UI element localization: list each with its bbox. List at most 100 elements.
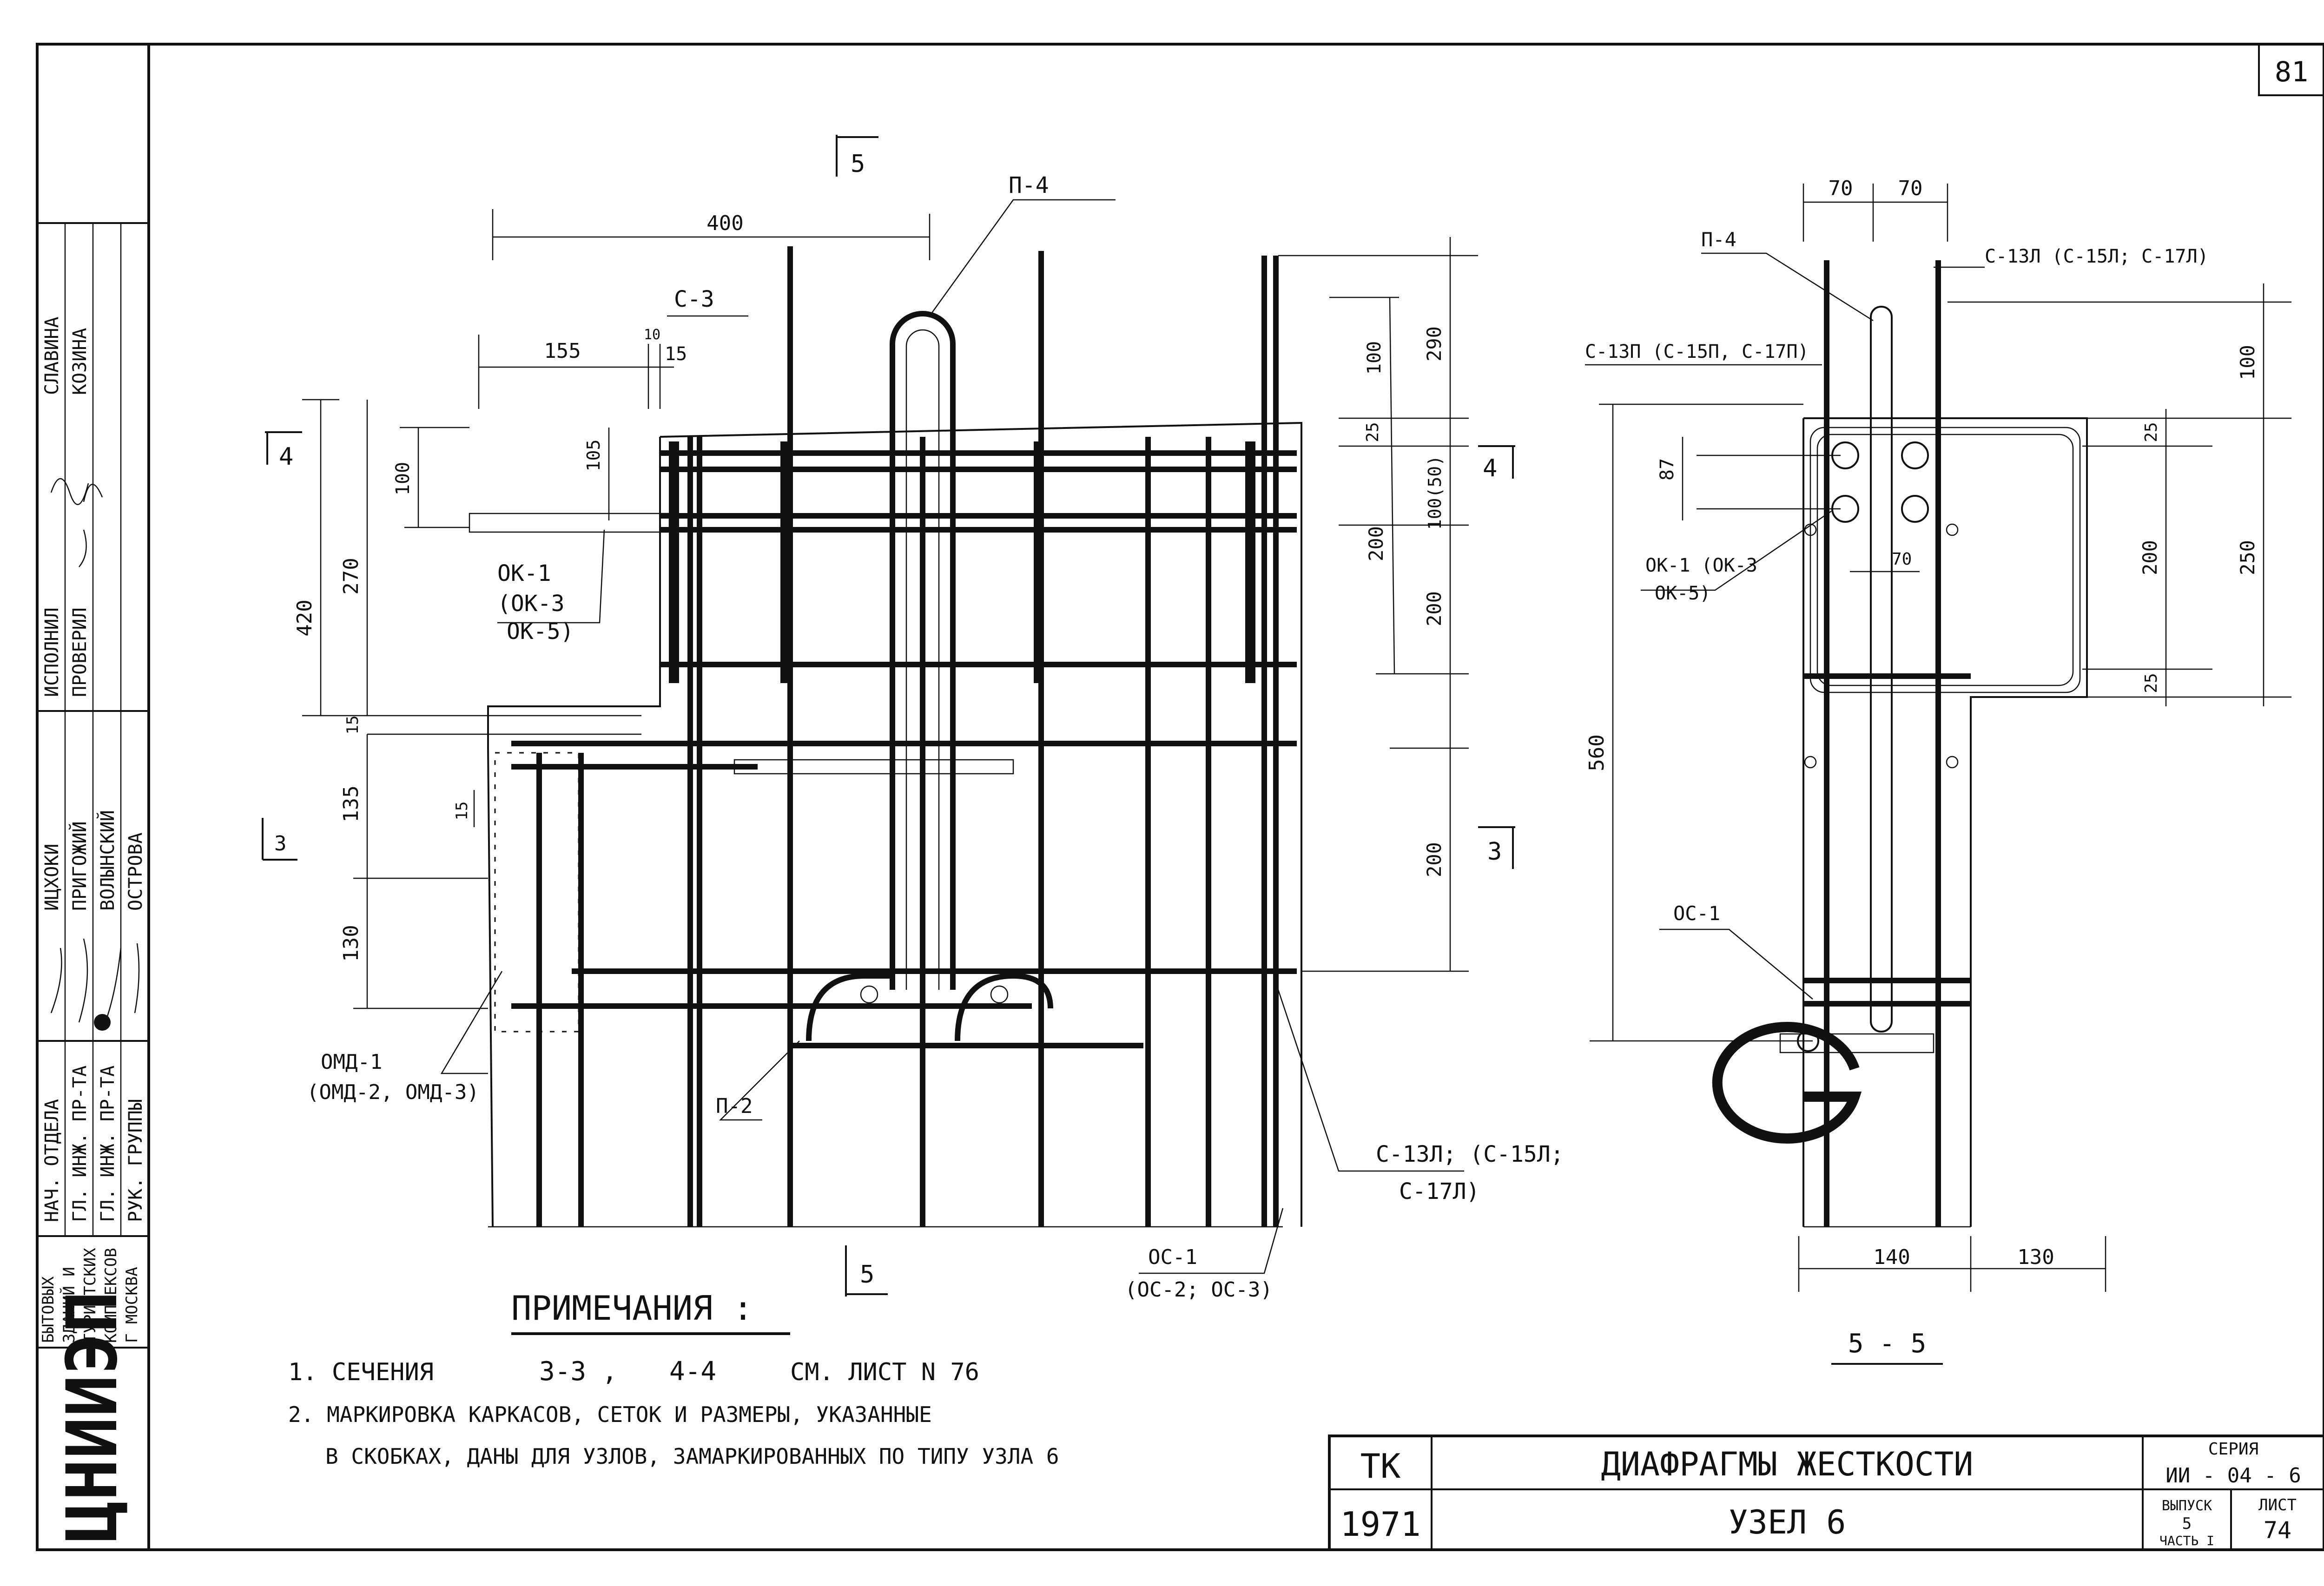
org-logo: ЦНИИЭП bbox=[52, 1291, 133, 1543]
series-label: СЕРИЯ bbox=[2208, 1440, 2258, 1459]
section-bar bbox=[1779, 1033, 1934, 1053]
page-number-box: 81 bbox=[2258, 43, 2324, 96]
note-2-b: В СКОБКАХ, ДАНЫ ДЛЯ УЗЛОВ, ЗАМАРКИРОВАНН… bbox=[325, 1444, 1059, 1469]
label-omd1-alt: (ОМД-2, ОМД-3) bbox=[307, 1080, 479, 1104]
leader-s13l bbox=[1277, 989, 1464, 1172]
stamp-org-1: БЫТОВЫХ bbox=[39, 1276, 58, 1343]
stamp-name-4: ОСТРОВА bbox=[125, 832, 146, 911]
dim-15a: 15 bbox=[665, 343, 687, 365]
stamp-role-4: РУК. ГРУППЫ bbox=[125, 1099, 146, 1222]
sec-label-ok1: ОК-1 (ОК-3 bbox=[1645, 555, 1757, 576]
sheet-label: ЛИСТ bbox=[2258, 1496, 2297, 1514]
rebar-dot bbox=[860, 985, 878, 1004]
leader-ok1-sec bbox=[1641, 510, 1832, 591]
cage-outline bbox=[1809, 427, 2081, 693]
label-s13l-alt: С-17Л) bbox=[1399, 1178, 1479, 1204]
label-os1: ОС-1 bbox=[1148, 1245, 1197, 1269]
dim-15b: 15 bbox=[343, 716, 362, 735]
stamp-name-top-1: СЛАВИНА bbox=[41, 316, 63, 395]
s3-bar bbox=[733, 759, 1014, 775]
leader-os1-sec bbox=[1659, 928, 1813, 1000]
dim-line bbox=[1389, 297, 1395, 674]
sheet-value: 74 bbox=[2264, 1517, 2291, 1544]
sec-label-s13p: С-13П (С-15П, С-17П) bbox=[1585, 341, 1809, 362]
dim-250: 250 bbox=[2236, 540, 2259, 575]
dim-70c: 70 bbox=[1892, 550, 1912, 569]
notes-heading: ПРИМЕЧАНИЯ : bbox=[511, 1289, 753, 1328]
section-5-top: 5 bbox=[851, 150, 865, 178]
bar-circle bbox=[1901, 441, 1929, 469]
label-ok1-alt2: ОК-5) bbox=[507, 619, 574, 645]
note-1-d: СМ. ЛИСТ N 76 bbox=[790, 1358, 979, 1386]
section-4-right: 4 bbox=[1483, 454, 1497, 482]
dim-130: 130 bbox=[339, 925, 363, 961]
dim-200c: 200 bbox=[1423, 842, 1446, 877]
stamp-name-2: ПРИГОЖИЙ bbox=[68, 821, 91, 911]
stamp-role-top-2: ПРОВЕРИЛ bbox=[69, 607, 91, 697]
bar-dot bbox=[1804, 756, 1817, 769]
p4-bar-section bbox=[1870, 306, 1893, 1033]
bar-dot bbox=[1946, 523, 1959, 536]
sec-label-os1: ОС-1 bbox=[1673, 902, 1720, 925]
signature-mark bbox=[50, 478, 103, 505]
dim-25: 25 bbox=[1363, 422, 1382, 442]
dim-25b: 25 bbox=[2142, 673, 2161, 693]
issue-label: ВЫПУСК bbox=[2162, 1498, 2212, 1514]
section-marker-3-left: 3 bbox=[262, 818, 297, 861]
stamp-org-3: ТУРИСТСКИХ bbox=[81, 1248, 99, 1343]
label-ok1-alt: (ОК-3 bbox=[497, 591, 565, 617]
sec-label-p4: П-4 bbox=[1701, 228, 1736, 251]
stamp-role-3: ГЛ. ИНЖ. ПР-ТА bbox=[97, 1066, 119, 1222]
dim-10: 10 bbox=[644, 327, 660, 343]
issue-value: 5 bbox=[2182, 1514, 2192, 1533]
p4-loop-inner bbox=[905, 329, 940, 990]
signature-mark bbox=[50, 938, 140, 1023]
leader-p4 bbox=[929, 199, 1116, 316]
stamp-dot bbox=[94, 1014, 111, 1031]
label-p4: П-4 bbox=[1009, 172, 1049, 198]
rebar-dot bbox=[990, 985, 1009, 1004]
dim-140: 140 bbox=[1873, 1245, 1910, 1269]
section-marker-4-right: 4 bbox=[1478, 445, 1515, 482]
dim-200a: 200 bbox=[1365, 526, 1387, 561]
label-omd1: ОМД-1 bbox=[321, 1050, 382, 1074]
stamp-role-2: ГЛ. ИНЖ. ПР-ТА bbox=[69, 1066, 91, 1222]
stamp-name-top-2: КОЗИНА bbox=[69, 328, 91, 395]
section-4-left: 4 bbox=[279, 443, 293, 471]
note-1-a: 1. СЕЧЕНИЯ bbox=[288, 1358, 434, 1386]
title-tk: ТК bbox=[1360, 1447, 1401, 1486]
bar-circle bbox=[1901, 495, 1929, 523]
p4-loop bbox=[890, 311, 956, 990]
stamp-org-5: Г МОСКВА bbox=[123, 1267, 141, 1343]
title-year: 1971 bbox=[1340, 1505, 1420, 1544]
sec-label-ok5: ОК-5) bbox=[1655, 583, 1710, 604]
dim-420: 420 bbox=[293, 599, 317, 636]
dim-400: 400 bbox=[706, 211, 743, 235]
note-1-c: 4-4 bbox=[669, 1356, 716, 1387]
section-marker-3-right: 3 bbox=[1478, 826, 1515, 869]
dim-130: 130 bbox=[2017, 1245, 2054, 1269]
dim-155: 155 bbox=[544, 339, 581, 363]
label-p2: П-2 bbox=[716, 1094, 753, 1118]
title-sub: УЗЕЛ 6 bbox=[1729, 1503, 1846, 1541]
dim-290: 290 bbox=[1423, 326, 1446, 362]
stamp-name-3: ВОЛЫНСКИЙ bbox=[96, 810, 119, 911]
dim-87: 87 bbox=[1657, 458, 1678, 480]
ok1-bar bbox=[469, 513, 670, 533]
concrete-outline bbox=[487, 421, 1302, 1227]
p2-hook bbox=[806, 973, 1053, 1041]
dim-100-50: 100(50) bbox=[1425, 455, 1445, 530]
section-title: 5 - 5 bbox=[1848, 1329, 1927, 1359]
main-elevation-view: П-4 С-3 ОК-1 (ОК-3 ОК-5) ОМД-1 (ОМД-2, О… bbox=[262, 135, 1564, 1302]
dim-200: 200 bbox=[2139, 540, 2161, 575]
title-block: ТК 1971 ДИАФРАГМЫ ЖЕСТКОСТИ УЗЕЛ 6 СЕРИЯ… bbox=[1328, 1435, 2324, 1551]
section-marker-5-top: 5 bbox=[836, 135, 878, 178]
notes: ПРИМЕЧАНИЯ : 1. СЕЧЕНИЯ 3-3 , 4-4 СМ. ЛИ… bbox=[288, 1289, 1059, 1469]
label-ok1: ОК-1 bbox=[497, 560, 551, 586]
section-5-5-view: П-4 С-13Л (С-15Л; С-17Л) С-13П (С-15П, С… bbox=[1585, 177, 2291, 1365]
dim-100: 100 bbox=[2236, 345, 2259, 380]
stamp-role-top-1: ИСПОЛНИЛ bbox=[41, 607, 63, 697]
stamp-org-2: ЗДАНИЙ И bbox=[59, 1267, 79, 1343]
note-2-a: 2. МАРКИРОВКА КАРКАСОВ, СЕТОК И РАЗМЕРЫ,… bbox=[288, 1402, 932, 1427]
